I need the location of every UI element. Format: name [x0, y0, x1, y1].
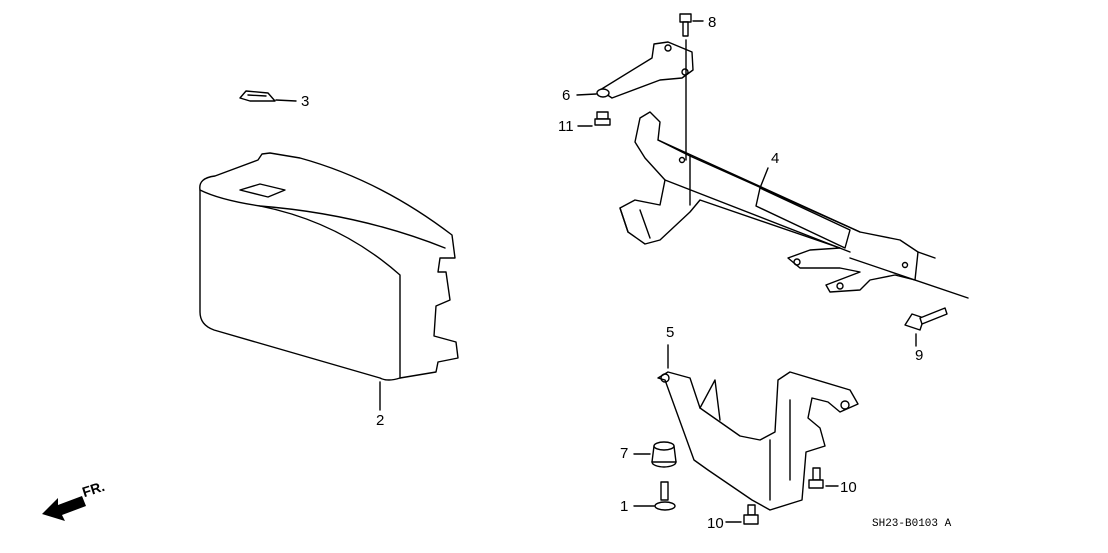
part-3-clip [239, 90, 297, 102]
part-7-grommet [633, 441, 677, 468]
part-5-bracket [657, 344, 859, 511]
front-direction-arrow-icon [42, 496, 86, 521]
callout-6: 6 [562, 87, 571, 104]
callout-7: 7 [620, 445, 629, 462]
callout-3: 3 [301, 93, 310, 110]
part-1-bolt [633, 481, 676, 511]
callout-8: 8 [708, 14, 717, 31]
part-11-bolt [577, 111, 611, 127]
callout-2: 2 [376, 412, 385, 429]
callout-9: 9 [915, 347, 924, 364]
callout-10a: 10 [840, 479, 857, 496]
part-6-plate [576, 39, 694, 161]
callout-1: 1 [620, 498, 629, 515]
callout-4: 4 [771, 150, 780, 167]
part-9-bolt [904, 307, 948, 347]
drawing-code: SH23-B0103 A [872, 518, 952, 530]
callout-11: 11 [558, 118, 574, 135]
callout-10b: 10 [707, 515, 724, 532]
part-8-bolt [679, 13, 704, 37]
part-10-bolt-a [808, 467, 839, 489]
callout-5: 5 [666, 324, 675, 341]
part-2-cover [199, 152, 459, 411]
part-10-bolt-b [725, 504, 759, 525]
part-4-bracket [619, 111, 969, 299]
